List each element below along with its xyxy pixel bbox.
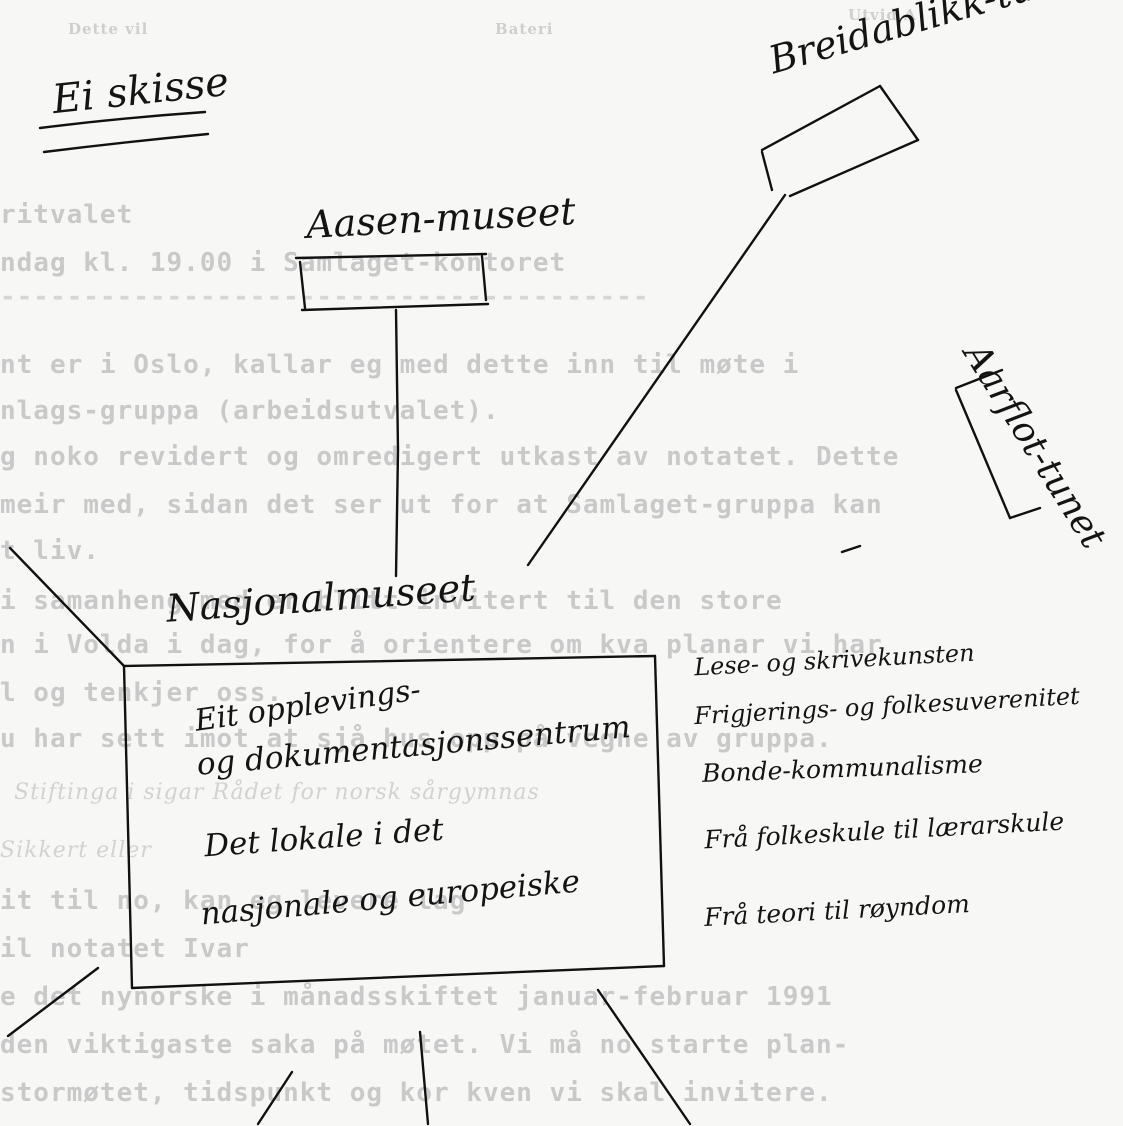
aarflot-box-top xyxy=(954,368,1004,390)
centre-box-top xyxy=(122,654,657,668)
ghost-line: n i Volda i dag, for å orientere om kva … xyxy=(0,630,883,660)
ghost-header-center: Bateri xyxy=(495,20,554,38)
breidablikk-box-left xyxy=(760,150,774,192)
aasen-box-top xyxy=(294,252,488,260)
ghost-line: i samanheng med er blitt invitert til de… xyxy=(0,586,783,616)
ghost-line: nt er i Oslo, kallar eg med dette inn ti… xyxy=(0,350,800,380)
ghost-line: den viktigaste saka på møtet. Vi må no s… xyxy=(0,1030,850,1060)
ghost-line: il notatet Ivar xyxy=(0,934,250,964)
ghost-line: Stiftinga i sigar Rådet for norsk sårgym… xyxy=(14,780,540,805)
radiating-line xyxy=(6,966,100,1038)
aasen-connector-line xyxy=(394,308,400,578)
centre-box-right xyxy=(653,654,666,968)
ghost-line: --------------------------------------- xyxy=(0,282,650,312)
breidablikk-connector-line xyxy=(526,193,787,567)
aasen-box-left xyxy=(298,260,307,310)
radiating-line xyxy=(418,1030,430,1126)
ghost-line: stormøtet, tidspunkt og kor kven vi skal… xyxy=(0,1078,833,1108)
ghost-line: u har sett imot at sjå hus opp på vegne … xyxy=(0,724,833,754)
ghost-line: it til no, kan eg levere lag xyxy=(0,886,467,916)
aarflot-box-left xyxy=(954,388,1012,520)
aasen-box-bottom xyxy=(300,302,490,312)
radiating-line xyxy=(8,546,126,668)
ghost-header-left: Dette vil xyxy=(68,20,149,38)
ghost-line: meir med, sidan det ser ut for at Samlag… xyxy=(0,490,883,520)
radiating-line xyxy=(256,1070,294,1126)
breidablikk-box-top xyxy=(760,84,882,152)
title-underline xyxy=(42,132,210,154)
centre-box-left xyxy=(122,664,134,990)
title-underline xyxy=(38,110,207,130)
ghost-line: ritvalet xyxy=(0,200,134,230)
ghost-line: t liv. xyxy=(0,536,100,566)
breidablikk-box-bottom xyxy=(788,138,920,198)
ghost-line: g noko revidert og omredigert utkast av … xyxy=(0,442,900,472)
aasen-box-right xyxy=(480,254,488,302)
ghost-line: Sikkert eller xyxy=(0,838,152,863)
ghost-line: l og tenkjer oss. xyxy=(0,678,284,708)
ghost-line: ndag kl. 19.00 i Samlaget-kontoret xyxy=(0,248,567,278)
ghost-header-right: Utvid A xyxy=(848,6,917,24)
ghost-line: nlags-gruppa (arbeidsutvalet). xyxy=(0,396,500,426)
radiating-line xyxy=(596,988,692,1126)
aarflot-connector-stub xyxy=(840,544,862,554)
aarflot-box-bottom xyxy=(1008,506,1042,520)
breidablikk-box-right xyxy=(878,84,920,142)
centre-box-bottom xyxy=(130,964,666,990)
